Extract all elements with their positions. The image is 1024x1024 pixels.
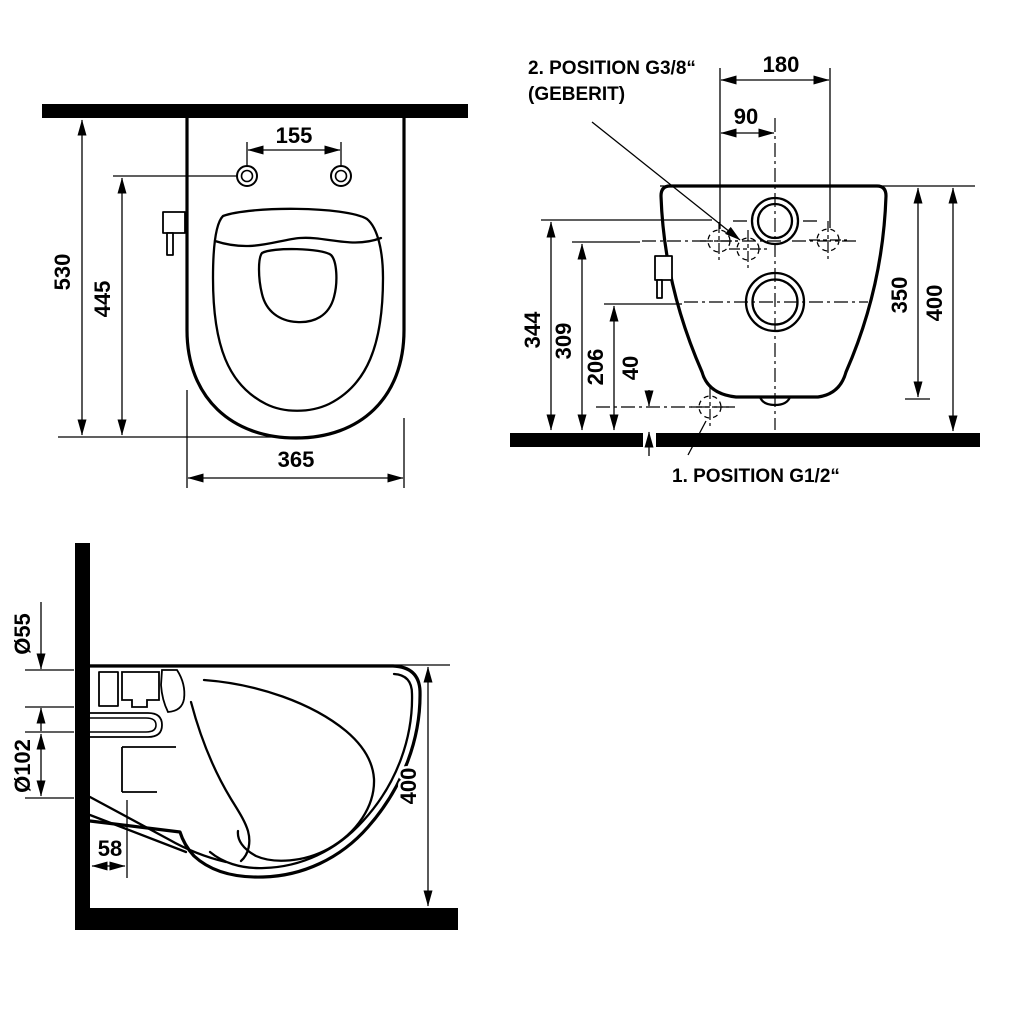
position2-label-line2: (GEBERIT)	[528, 84, 625, 105]
floor-bar-left	[510, 433, 643, 447]
position1-leader-line	[687, 420, 707, 456]
position2-leader-line	[591, 121, 741, 241]
dim-mount-height-side: 400	[394, 666, 433, 907]
dim-445-label: 445	[90, 281, 115, 318]
rim-water-channel-outer	[90, 712, 163, 738]
dim-d102-label: Ø102	[10, 739, 35, 793]
dim-height-drain: 206	[581, 303, 682, 431]
dim-400-side-label: 400	[396, 768, 421, 805]
dim-530-label: 530	[50, 254, 75, 291]
dim-90-label: 90	[734, 104, 758, 129]
crosshair-g12	[691, 388, 729, 426]
toilet-body-outline-front	[659, 184, 888, 399]
dim-height-supply: 344	[518, 219, 712, 431]
inlet-housing-section	[121, 671, 160, 708]
flush-rim-detail	[90, 669, 186, 793]
dim-depth-to-holes: 445	[88, 175, 237, 436]
side-view: Ø55 Ø102 58 400	[8, 543, 458, 930]
shell-outline-side	[88, 664, 422, 879]
rim-channel-section	[160, 669, 186, 713]
dim-mount-height-front: 400	[920, 187, 958, 432]
toilet-body-outline-top	[185, 116, 406, 440]
dim-width: 365	[186, 390, 405, 488]
dim-height-g12: 40	[616, 353, 654, 456]
callout-position2: 2. POSITION G3/8“ (GEBERIT)	[526, 56, 741, 241]
wall-bar-side	[75, 543, 90, 930]
position1-label: 1. POSITION G1/2“	[672, 466, 840, 487]
dim-inlet-diameter: Ø55	[8, 602, 46, 731]
front-view: 180 90 344 309 206 40	[510, 50, 980, 490]
mounting-hole-left	[236, 165, 258, 187]
water-inlet-fixture-top	[162, 211, 186, 256]
dim-drain-offset: 58	[91, 800, 128, 878]
callout-position1: 1. POSITION G1/2“	[670, 420, 842, 490]
bowl-front-interior-curve	[189, 700, 251, 863]
bowl-opening-outline	[257, 247, 338, 324]
dim-206-label: 206	[583, 349, 608, 386]
seat-ring-outline	[211, 207, 385, 412]
dim-drain-diameter: Ø102	[8, 733, 46, 797]
dim-hole-spacing: 155	[246, 121, 342, 167]
trapway-lower-line	[88, 813, 188, 854]
dim-d55-label: Ø55	[10, 613, 35, 655]
bowl-interior-curve	[202, 678, 376, 862]
dim-body-height: 350	[885, 187, 930, 400]
dim-fixing-spacing: 180	[719, 50, 831, 229]
dim-365-label: 365	[278, 447, 315, 472]
crosshair-g38-left	[700, 222, 738, 260]
crosshair-g38-geberit	[729, 230, 767, 268]
position2-label-line1: 2. POSITION G3/8“	[528, 58, 696, 79]
dim-height-g38: 309	[549, 241, 640, 431]
rim-water-channel-inner	[90, 717, 157, 733]
mounting-hole-right	[330, 165, 352, 187]
dim-40-label: 40	[618, 356, 643, 380]
top-view: 155 530 445 365	[42, 104, 468, 488]
wall-section-bar	[42, 104, 468, 118]
dim-344-label: 344	[520, 311, 545, 348]
dim-depth-overall: 530	[48, 119, 87, 436]
trapway-upper-line	[88, 795, 228, 864]
dim-supply-offset: 90	[720, 102, 775, 138]
dim-58-label: 58	[98, 836, 122, 861]
dim-155-label: 155	[276, 123, 313, 148]
dim-180-label: 180	[763, 52, 800, 77]
dim-400-front-label: 400	[922, 285, 947, 322]
crosshair-g38-right	[809, 221, 847, 259]
seat-front-edge-wave	[213, 236, 383, 248]
dim-350-label: 350	[887, 277, 912, 314]
water-inlet-fixture-front	[654, 255, 673, 299]
floor-bar-side	[75, 908, 458, 930]
floor-bar-right	[656, 433, 980, 447]
shell-inner-wall	[208, 672, 414, 870]
dim-309-label: 309	[551, 323, 576, 360]
